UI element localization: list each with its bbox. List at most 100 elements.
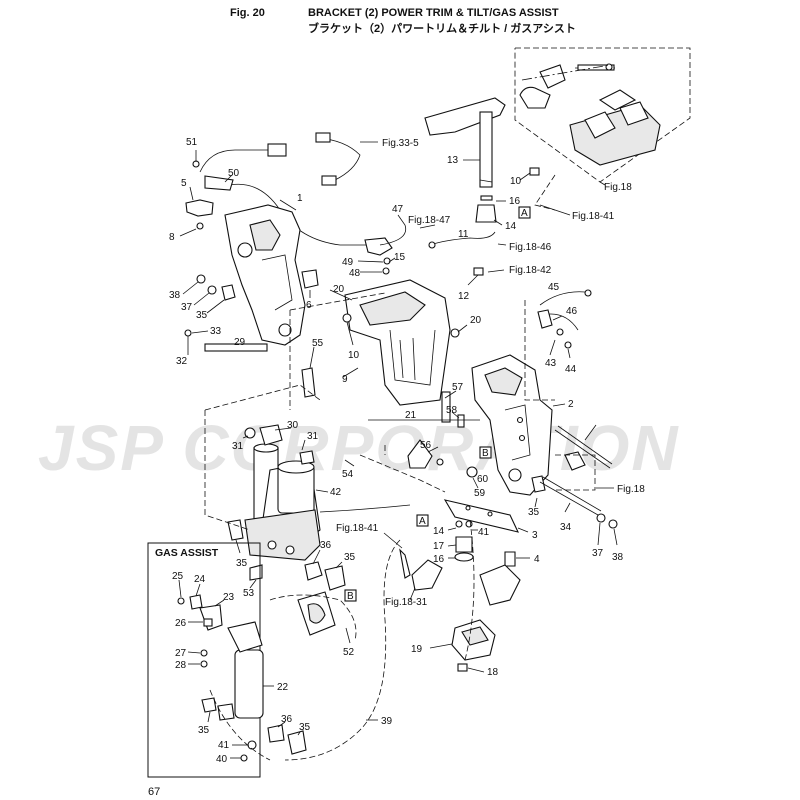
part-number-56: 56 xyxy=(420,440,432,451)
part-number-24: 24 xyxy=(194,574,206,585)
fig18-inset xyxy=(514,47,691,186)
part-number-26: 26 xyxy=(175,618,187,629)
part-number-2: 2 xyxy=(568,399,574,410)
part-number-13: 13 xyxy=(447,155,459,166)
ref-fig18-42: Fig.18-42 xyxy=(509,265,552,276)
part-number-10: 10 xyxy=(348,350,360,361)
part-number-58: 58 xyxy=(446,405,458,416)
part-number-25: 25 xyxy=(172,571,184,582)
part-number-3: 3 xyxy=(532,530,538,541)
part-number-23: 23 xyxy=(223,592,235,603)
part-number-4: 4 xyxy=(534,554,540,565)
ref-fig18-top: Fig.18 xyxy=(604,182,632,193)
part-number-1: 1 xyxy=(297,193,303,204)
part-number-27: 27 xyxy=(175,648,187,659)
part-number-46: 46 xyxy=(566,306,578,317)
part-number-53: 53 xyxy=(243,588,255,599)
part-number-31: 31 xyxy=(232,441,244,452)
callout-box-b: B xyxy=(482,448,489,459)
part-number-6: 6 xyxy=(306,300,312,311)
part-number-17: 17 xyxy=(433,541,445,552)
part-number-22: 22 xyxy=(277,682,289,693)
callout-box-b: B xyxy=(347,591,354,602)
part-number-35: 35 xyxy=(196,310,208,321)
part-number-18: 18 xyxy=(487,667,499,678)
part-number-32: 32 xyxy=(176,356,188,367)
part-number-35: 35 xyxy=(528,507,540,518)
part-number-35: 35 xyxy=(344,552,356,563)
part-number-36: 36 xyxy=(281,714,293,725)
ref-fig33-5: Fig.33-5 xyxy=(382,138,419,149)
gas-assist-cylinder xyxy=(177,594,307,762)
page-number: 67 xyxy=(148,786,161,798)
part-number-40: 40 xyxy=(216,754,228,765)
part-number-41: 41 xyxy=(218,740,230,751)
part-number-48: 48 xyxy=(349,268,361,279)
part-number-11: 11 xyxy=(458,229,469,240)
part-number-42: 42 xyxy=(330,487,342,498)
part-number-47: 47 xyxy=(392,204,404,215)
part-number-29: 29 xyxy=(234,337,246,348)
center-swivel-bracket xyxy=(342,279,460,406)
page-title-japanese: ブラケット（2）パワートリム＆チルト / ガスアシスト xyxy=(308,23,576,35)
wiring-harness xyxy=(185,132,380,246)
part-number-28: 28 xyxy=(175,660,187,671)
part-number-16: 16 xyxy=(509,196,521,207)
part-number-20: 20 xyxy=(470,315,482,326)
part-number-14: 14 xyxy=(505,221,517,232)
tilt-pin-assembly xyxy=(424,97,506,223)
left-clamp-bracket xyxy=(224,204,306,346)
part-number-59: 59 xyxy=(474,488,486,499)
part-number-19: 19 xyxy=(411,644,423,655)
part-number-43: 43 xyxy=(545,358,557,369)
part-number-54: 54 xyxy=(342,469,354,480)
part-number-52: 52 xyxy=(343,647,355,658)
figure-number: Fig. 20 xyxy=(230,7,265,19)
part-number-57: 57 xyxy=(452,382,464,393)
watermark: JSP CORPORATION xyxy=(38,412,680,484)
part-number-45: 45 xyxy=(548,282,560,293)
ref-fig18-right: Fig.18 xyxy=(617,484,645,495)
ref-fig18-46: Fig.18-46 xyxy=(509,242,552,253)
ref-fig18-41: Fig.18-41 xyxy=(572,211,615,222)
page-title: BRACKET (2) POWER TRIM & TILT/GAS ASSIST xyxy=(308,7,559,19)
part-number-21: 21 xyxy=(405,410,417,421)
part-number-49: 49 xyxy=(342,257,354,268)
callout-box-a: A xyxy=(419,516,426,527)
part-number-50: 50 xyxy=(228,168,240,179)
part-number-12: 12 xyxy=(458,291,470,302)
part-number-39: 39 xyxy=(381,716,393,727)
callout-box-a: A xyxy=(521,208,528,219)
ref-fig18-47: Fig.18-47 xyxy=(408,215,451,226)
part-number-34: 34 xyxy=(560,522,572,533)
part-number-30: 30 xyxy=(287,420,299,431)
power-trim-tilt-unit xyxy=(244,424,411,561)
part-number-8: 8 xyxy=(169,232,175,243)
part-number-35: 35 xyxy=(299,722,311,733)
ref-fig18-31: Fig.18-31 xyxy=(385,597,428,608)
part-number-15: 15 xyxy=(394,252,406,263)
part-number-10: 10 xyxy=(510,176,522,187)
part-number-36: 36 xyxy=(320,540,332,551)
ref-fig18-41: Fig.18-41 xyxy=(336,523,379,534)
part-number-37: 37 xyxy=(592,548,604,559)
part-number-55: 55 xyxy=(312,338,324,349)
part-number-9: 9 xyxy=(342,374,348,385)
part-number-20: 20 xyxy=(333,284,345,295)
part-number-38: 38 xyxy=(169,290,181,301)
part-number-51: 51 xyxy=(186,137,198,148)
part-number-38: 38 xyxy=(612,552,624,563)
part-number-44: 44 xyxy=(565,364,577,375)
part-number-35: 35 xyxy=(236,558,248,569)
part-number-33: 33 xyxy=(210,326,222,337)
part-number-14: 14 xyxy=(433,526,445,537)
part-number-41: 41 xyxy=(478,527,490,538)
part-number-5: 5 xyxy=(181,178,187,189)
part-number-37: 37 xyxy=(181,302,193,313)
part-number-60: 60 xyxy=(477,474,489,485)
gas-assist-label: GAS ASSIST xyxy=(155,547,219,559)
part-number-16: 16 xyxy=(433,554,445,565)
right-clamp-bracket xyxy=(471,354,553,496)
part-number-35: 35 xyxy=(198,725,210,736)
